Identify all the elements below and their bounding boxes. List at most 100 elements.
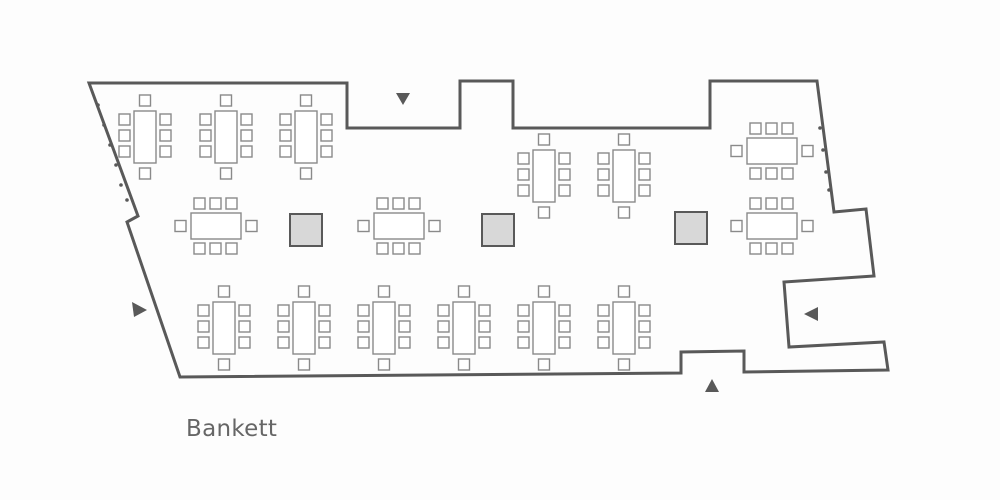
pillar	[289, 213, 323, 247]
chair	[597, 336, 610, 349]
chair	[320, 145, 333, 158]
chair	[392, 197, 405, 210]
chair	[138, 94, 152, 107]
banquet-tables	[118, 94, 814, 371]
chair	[517, 184, 530, 197]
chair	[730, 219, 743, 233]
chair	[749, 122, 762, 135]
chair	[781, 197, 794, 210]
chair	[320, 113, 333, 126]
window-marks	[96, 103, 831, 202]
chair	[597, 152, 610, 165]
chair	[376, 242, 389, 255]
chair	[517, 152, 530, 165]
chair	[437, 336, 450, 349]
chair	[617, 285, 631, 298]
chair	[597, 168, 610, 181]
chair	[357, 320, 370, 333]
chair	[558, 336, 571, 349]
chair	[437, 320, 450, 333]
chair	[558, 168, 571, 181]
table	[373, 212, 425, 240]
table	[292, 301, 316, 355]
chair	[318, 336, 331, 349]
chair	[437, 304, 450, 317]
table	[452, 301, 476, 355]
table	[612, 301, 636, 355]
chair	[392, 242, 405, 255]
chair	[297, 285, 311, 298]
chair	[398, 304, 411, 317]
chair	[398, 320, 411, 333]
chair	[537, 285, 551, 298]
chair	[118, 129, 131, 142]
chair	[617, 358, 631, 371]
chair	[617, 206, 631, 219]
chair	[357, 304, 370, 317]
chair	[638, 304, 651, 317]
room-label: Bankett	[186, 416, 278, 442]
pillar	[674, 211, 708, 245]
chair	[238, 336, 251, 349]
table	[212, 301, 236, 355]
chair	[781, 122, 794, 135]
chair	[219, 94, 233, 107]
chair	[238, 304, 251, 317]
chair	[279, 129, 292, 142]
chair	[357, 336, 370, 349]
table	[532, 149, 556, 203]
chair	[558, 320, 571, 333]
arrow-left-icon	[804, 307, 818, 321]
chair	[597, 304, 610, 317]
chair	[159, 129, 172, 142]
chair	[159, 113, 172, 126]
chair	[398, 336, 411, 349]
chair	[209, 197, 222, 210]
chair	[749, 167, 762, 180]
chair	[279, 113, 292, 126]
arrow-down-icon	[396, 93, 410, 105]
chair	[408, 242, 421, 255]
chair	[299, 94, 313, 107]
chair	[558, 184, 571, 197]
chair	[118, 113, 131, 126]
chair	[377, 285, 391, 298]
table	[133, 110, 157, 164]
chair	[197, 304, 210, 317]
chair	[240, 113, 253, 126]
chair	[197, 336, 210, 349]
chair	[277, 304, 290, 317]
chair	[240, 129, 253, 142]
chair	[597, 184, 610, 197]
chair	[638, 320, 651, 333]
chair	[457, 285, 471, 298]
table	[372, 301, 396, 355]
chair	[558, 152, 571, 165]
chair	[428, 219, 441, 233]
chair	[801, 219, 814, 233]
chair	[517, 168, 530, 181]
pillar	[481, 213, 515, 247]
chair	[199, 145, 212, 158]
chair	[320, 129, 333, 142]
table	[746, 212, 798, 240]
chair	[749, 197, 762, 210]
chair	[537, 358, 551, 371]
chair	[174, 219, 187, 233]
chair	[138, 167, 152, 180]
chair	[217, 285, 231, 298]
chair	[318, 304, 331, 317]
table	[612, 149, 636, 203]
table	[294, 110, 318, 164]
chair	[279, 145, 292, 158]
chair	[376, 197, 389, 210]
chair	[277, 320, 290, 333]
chair	[197, 320, 210, 333]
table	[746, 137, 798, 165]
chair	[238, 320, 251, 333]
chair	[193, 242, 206, 255]
table	[214, 110, 238, 164]
chair	[638, 168, 651, 181]
